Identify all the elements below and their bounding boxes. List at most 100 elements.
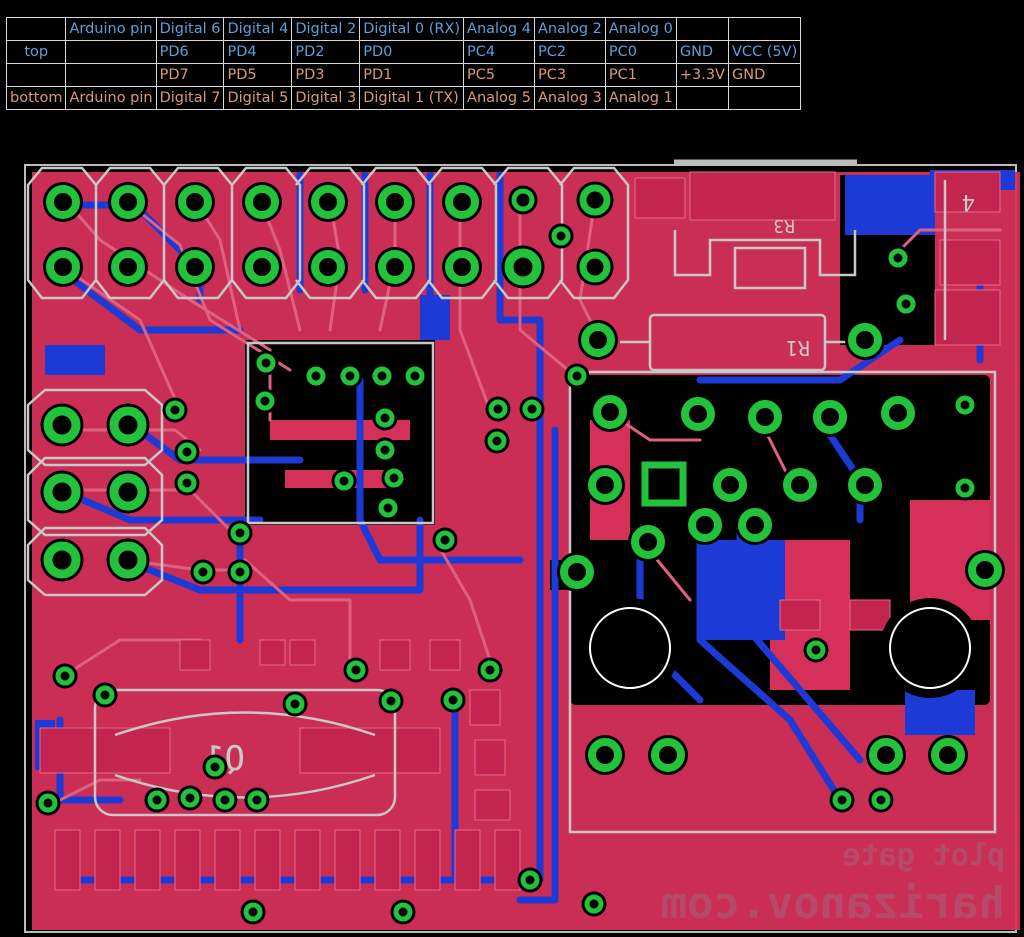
- module-pin: [813, 400, 847, 434]
- pin-table-cell: Digital 7: [155, 86, 225, 110]
- via: [95, 685, 115, 705]
- module-pin: [783, 468, 817, 502]
- header-pin: [378, 250, 412, 284]
- silk-pcb-name: plot gate: [842, 838, 1005, 873]
- pin-table-cell: Digital 2: [291, 17, 361, 41]
- via: [177, 442, 197, 462]
- module-pin: [848, 323, 882, 357]
- pin-table-cell: Analog 4: [463, 17, 535, 41]
- module-pin: [651, 738, 685, 772]
- header-pin: [46, 250, 80, 284]
- via: [256, 353, 276, 373]
- pin-table-side-label: top: [5, 40, 67, 64]
- module-pin: [581, 323, 615, 357]
- via: [147, 790, 167, 810]
- module-pin: [713, 468, 747, 502]
- pin-table-cell: PC3: [533, 63, 606, 87]
- pin-table-cell: PD3: [291, 63, 361, 87]
- module-pin: [681, 397, 715, 431]
- through-hole-pads: [35, 181, 1005, 925]
- header-pin: [43, 541, 81, 579]
- via: [55, 666, 75, 686]
- via: [896, 294, 916, 314]
- header-pin: [109, 541, 147, 579]
- via: [488, 399, 508, 419]
- via: [384, 468, 404, 488]
- via: [230, 523, 250, 543]
- header-pin: [109, 473, 147, 511]
- via: [567, 366, 587, 386]
- via: [375, 408, 395, 428]
- header-pin: [245, 250, 279, 284]
- header-pin: [43, 473, 81, 511]
- via: [255, 391, 275, 411]
- via: [378, 498, 398, 518]
- module-pin: [588, 738, 622, 772]
- header-pin: [579, 251, 611, 283]
- pin-table-cell: Digital 5: [223, 86, 293, 110]
- module-pin: [593, 395, 627, 429]
- module-pin: [968, 553, 1002, 587]
- pin-table-cell: PD4: [223, 40, 293, 64]
- header-pin: [579, 184, 611, 216]
- via: [247, 790, 267, 810]
- via: [955, 478, 975, 498]
- header-pin: [245, 185, 279, 219]
- pin-table-cell: Digital 3: [291, 86, 361, 110]
- via: [480, 660, 500, 680]
- via: [340, 366, 360, 386]
- module-pin: [560, 555, 594, 589]
- silk-website: harizanov.com: [661, 878, 1005, 929]
- pin-table-cell: [675, 17, 729, 41]
- silkscreen: [26, 166, 997, 834]
- module-pin: [881, 396, 915, 430]
- pin-table-cell: [65, 63, 157, 87]
- pin-table-cell: [727, 86, 802, 110]
- pin-table-cell: Arduino pin: [65, 86, 157, 110]
- bottom-silk-labels: plot gate harizanov.com: [661, 838, 1005, 929]
- via: [180, 788, 200, 808]
- via: [955, 395, 975, 415]
- module-pin: [869, 738, 903, 772]
- silk-r3: R3: [773, 215, 795, 236]
- mounting-holes: [580, 598, 980, 698]
- via: [193, 562, 213, 582]
- via: [393, 902, 413, 922]
- pin-table-cell: Analog 3: [533, 86, 606, 110]
- header-pin: [43, 406, 81, 444]
- pin-table-cell: PC2: [533, 40, 606, 64]
- via: [888, 248, 908, 268]
- pin-table-cell: VCC (5V): [727, 40, 802, 64]
- via: [405, 366, 425, 386]
- header-pin: [109, 406, 147, 444]
- via: [832, 790, 852, 810]
- via: [435, 530, 455, 550]
- via: [375, 440, 395, 460]
- pin-table-cell: GND: [727, 63, 802, 87]
- via: [306, 366, 326, 386]
- via: [443, 690, 463, 710]
- pin-table-cell: PC5: [463, 63, 535, 87]
- header-pin: [111, 250, 145, 284]
- module-pin: [848, 468, 882, 502]
- pin-table-cell: PD0: [359, 40, 465, 64]
- via: [487, 431, 507, 451]
- pin-table-side-label: bottom: [5, 86, 67, 110]
- via: [285, 694, 305, 714]
- pin-table-cell: Digital 4: [223, 17, 293, 41]
- silk-r1: R1: [786, 336, 810, 360]
- header-pin: [311, 250, 345, 284]
- via: [522, 399, 542, 419]
- header-pin: [311, 185, 345, 219]
- smd-pads: [39, 171, 1001, 821]
- via: [584, 894, 604, 914]
- via: [346, 660, 366, 680]
- header-pin: [378, 185, 412, 219]
- via: [215, 790, 235, 810]
- header-pin: [178, 250, 212, 284]
- pin-table-side-label: [5, 63, 67, 87]
